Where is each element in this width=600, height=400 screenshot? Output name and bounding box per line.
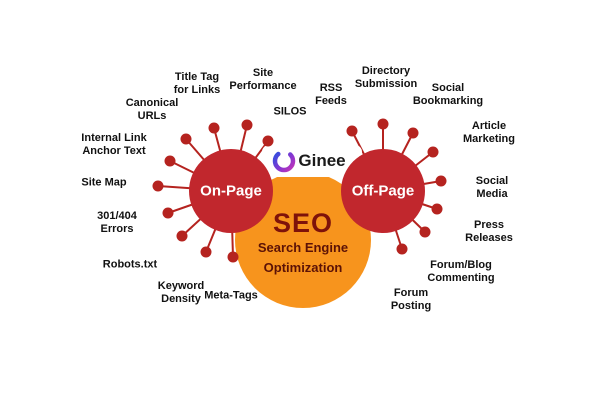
offpage-node-rss-feeds: RSS Feeds [315,82,347,107]
offpage-node-article-marketing: Article Marketing [463,120,515,145]
onpage-node-canonical-urls: Canonical URLs [125,97,179,122]
offpage-node-social-media: Social Media [475,175,509,200]
onpage-circle-label: On-Page [200,182,262,200]
onpage-node-silos: SILOS [273,105,307,118]
seo-subtitle-line2: Optimization [263,260,343,275]
offpage-circle [341,149,425,233]
offpage-node-social-bookmarking: Social Bookmarking [412,82,484,107]
offpage-node-directory-submission: Directory Submission [354,65,418,90]
onpage-node-robots-txt: Robots.txt [102,258,158,271]
seo-title: SEO [272,208,334,238]
offpage-node-forum-posting: Forum Posting [390,287,432,312]
offpage-circle-label: Off-Page [351,182,415,200]
offpage-node-forum-blog-commenting: Forum/Blog Commenting [427,259,495,284]
ginee-logo-text: Ginee [298,151,346,170]
node-dots [152,118,447,263]
onpage-node-site-performance: Site Performance [229,67,297,92]
onpage-node-301-404-errors: 301/404 Errors [97,210,137,235]
onpage-node-site-map: Site Map [81,176,127,189]
offpage-node-press-releases: Press Releases [465,219,513,244]
onpage-node-title-tag-for-links: Title Tag for Links [173,71,221,96]
ginee-swirl-icon [272,149,296,173]
onpage-node-meta-tags: Meta-Tags [204,289,258,302]
onpage-node-internal-link-anchor-text: Internal Link Anchor Text [81,132,147,157]
seo-subtitle-line1: Search Engine [257,240,349,255]
center-text-block: SEO Search Engine Optimization [258,208,348,278]
onpage-node-keyword-density: Keyword Density [157,280,205,305]
onpage-circle [189,149,273,233]
